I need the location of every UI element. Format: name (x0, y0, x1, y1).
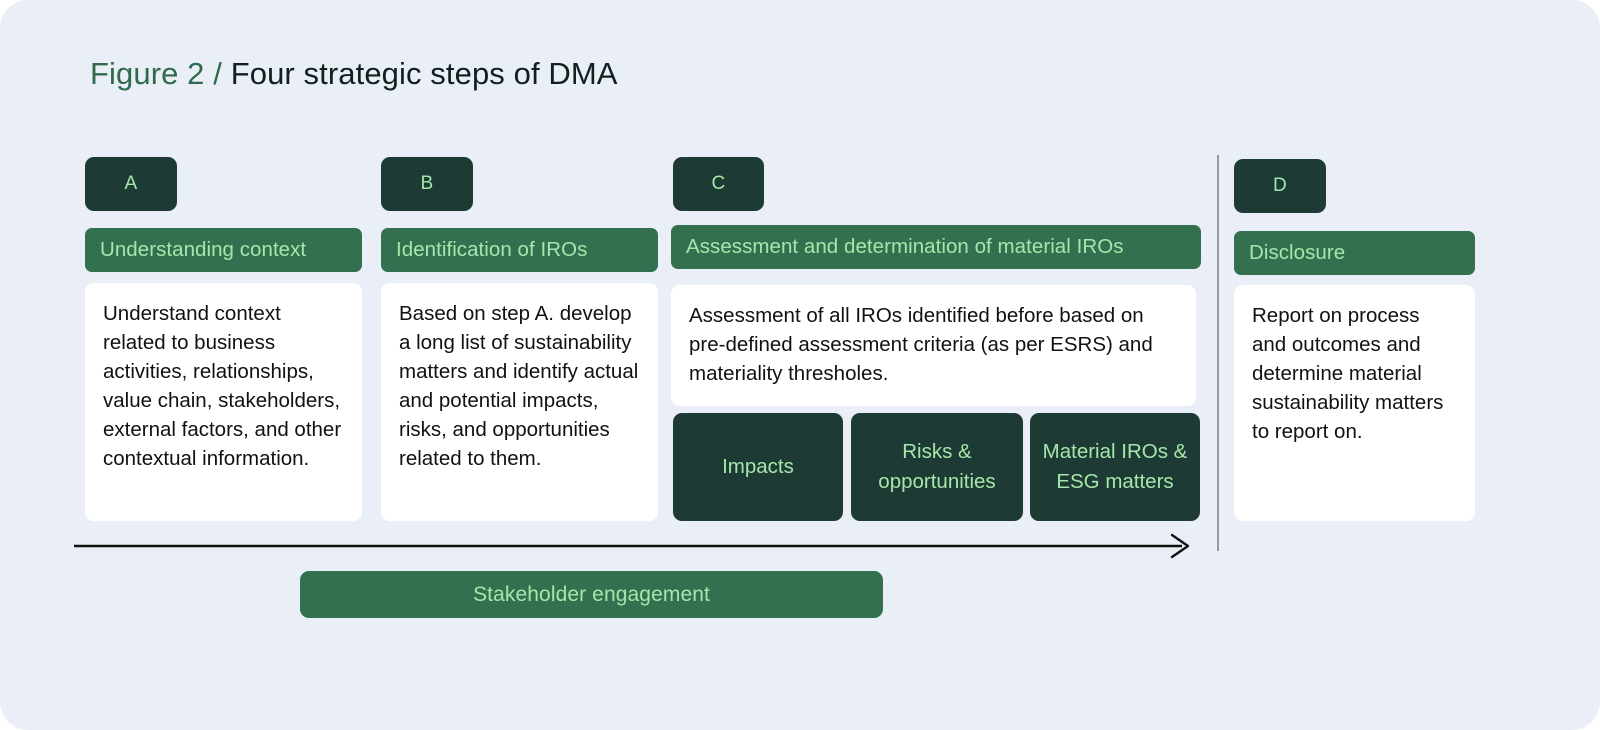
figure-label: Figure 2 (90, 56, 205, 91)
page-title: Figure 2 / Four strategic steps of DMA (90, 56, 618, 92)
step-badge-c: C (673, 157, 764, 211)
step-badge-b: B (381, 157, 473, 211)
figure-separator: / (213, 56, 222, 91)
step-body-d: Report on process and outcomes and deter… (1234, 285, 1475, 521)
step-c-subbox-impacts: Impacts (673, 413, 843, 521)
step-header-c: Assessment and determination of material… (671, 225, 1201, 269)
step-header-a: Understanding context (85, 228, 362, 272)
step-body-a: Understand context related to business a… (85, 283, 362, 521)
step-body-c: Assessment of all IROs identified before… (671, 285, 1196, 406)
vertical-divider (1217, 155, 1219, 551)
step-badge-d: D (1234, 159, 1326, 213)
step-body-b: Based on step A. develop a long list of … (381, 283, 658, 521)
step-c-subbox-risks-opportunities: Risks & opportunities (851, 413, 1023, 521)
step-header-d: Disclosure (1234, 231, 1475, 275)
step-c-subbox-material-iros: Material IROs & ESG matters (1030, 413, 1200, 521)
process-arrow-icon (74, 533, 1190, 559)
figure-title-text: Four strategic steps of DMA (230, 56, 618, 91)
stakeholder-engagement-bar: Stakeholder engagement (300, 571, 883, 618)
step-badge-a: A (85, 157, 177, 211)
step-header-b: Identification of IROs (381, 228, 658, 272)
